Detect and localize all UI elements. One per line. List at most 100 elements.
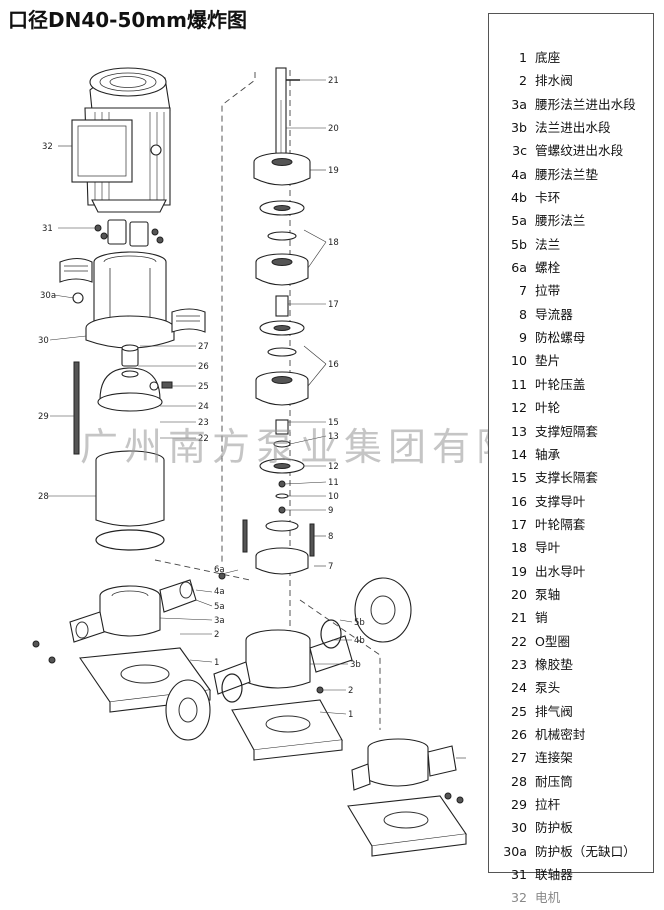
part-number: 9 xyxy=(518,330,527,346)
callout-21: 21 xyxy=(328,76,339,86)
callout-32: 32 xyxy=(42,142,53,152)
parts-list-item: 13 支撑短隔套 xyxy=(489,420,653,443)
part-number: 29 xyxy=(510,797,527,812)
part-number: 21 xyxy=(510,610,527,626)
parts-list-item: 29 拉杆 xyxy=(489,793,653,816)
part-name: 支撑短隔套 xyxy=(535,423,598,439)
callout-11: 11 xyxy=(328,478,339,488)
callout-24: 24 xyxy=(198,402,209,412)
motor-part xyxy=(71,67,171,213)
callout-25: 25 xyxy=(198,382,209,392)
part-number: 8 xyxy=(518,306,527,322)
callout-4a: 4a xyxy=(214,587,225,597)
part-number: 15 xyxy=(510,470,527,486)
callout-23: 23 xyxy=(198,418,209,428)
part-name: 销 xyxy=(535,610,548,626)
part-name: 叶轮隔套 xyxy=(535,516,586,532)
callout-labels: 32 31 30a 30 27 26 25 24 23 22 29 28 21 … xyxy=(38,76,365,720)
coupling-part xyxy=(94,219,164,247)
part-number: 1 xyxy=(518,50,527,65)
round-flange-part xyxy=(165,577,412,741)
part-name: 腰形法兰垫 xyxy=(535,166,598,182)
callout-7: 7 xyxy=(328,562,333,572)
guide-and-strap-part xyxy=(242,519,315,575)
part-number: 24 xyxy=(510,680,527,696)
part-number: 28 xyxy=(510,773,527,789)
part-name: 防护板（无缺口） xyxy=(535,843,636,859)
connecting-frame-part xyxy=(85,251,175,349)
leader-lines xyxy=(48,79,466,759)
part-name: 腰形法兰进出水段 xyxy=(535,96,636,112)
callout-27: 27 xyxy=(198,342,209,352)
pump-head-part xyxy=(97,367,173,412)
part-number: 23 xyxy=(510,656,527,672)
callout-4b: 4b xyxy=(354,636,365,646)
part-number: 3c xyxy=(512,143,527,159)
part-name: 底座 xyxy=(535,50,561,65)
callout-30a: 30a xyxy=(40,291,56,301)
part-number: 5b xyxy=(510,236,527,252)
part-name: 拉杆 xyxy=(535,797,561,812)
callout-20: 20 xyxy=(328,124,339,134)
parts-list-item: 23 橡胶垫 xyxy=(489,653,653,676)
pressure-cylinder-part xyxy=(95,450,165,551)
callout-18: 18 xyxy=(328,238,339,248)
assembly-axis-left xyxy=(221,72,256,565)
part-number: 31 xyxy=(510,867,527,883)
diagram-title: 口径DN40-50mm爆炸图 xyxy=(8,8,247,32)
part-name: O型圈 xyxy=(535,633,571,649)
part-number: 6a xyxy=(511,260,527,276)
part-number: 13 xyxy=(510,423,527,439)
parts-list-item: 30a 防护板（无缺口） xyxy=(489,840,653,863)
part-name: 垫片 xyxy=(535,353,561,369)
exploded-view-drawing: 32 31 30a 30 27 26 25 24 23 22 29 28 21 … xyxy=(32,67,467,857)
callout-5a: 5a xyxy=(214,602,225,612)
callout-15: 15 xyxy=(328,418,339,428)
callout-3b: 3b xyxy=(350,660,361,670)
flange-section-part xyxy=(213,629,353,695)
threaded-section-part xyxy=(351,738,464,804)
part-name: 出水导叶 xyxy=(535,563,586,579)
callout-1-center: 1 xyxy=(348,710,353,720)
part-number: 30a xyxy=(503,843,527,859)
callout-31: 31 xyxy=(42,224,53,234)
part-number: 18 xyxy=(510,540,527,556)
callout-16: 16 xyxy=(328,360,339,370)
parts-list-item: 24 泵头 xyxy=(489,676,653,699)
part-name: 排气阀 xyxy=(535,703,573,719)
parts-list-item: 3c 管螺纹进出水段 xyxy=(489,139,653,162)
part-name: 拉带 xyxy=(535,283,561,299)
callout-3a: 3a xyxy=(214,616,225,626)
part-name: 轴承 xyxy=(535,446,561,462)
callout-6a: 6a xyxy=(214,565,225,575)
part-number: 20 xyxy=(510,586,527,602)
part-name: 耐压筒 xyxy=(535,773,573,789)
callout-2-left: 2 xyxy=(214,630,219,640)
callout-26: 26 xyxy=(198,362,209,372)
part-number: 11 xyxy=(510,376,527,392)
part-number: 12 xyxy=(510,400,527,416)
part-number: 30 xyxy=(510,820,527,836)
part-name: 泵头 xyxy=(535,680,561,696)
part-name: 泵轴 xyxy=(535,586,561,602)
part-name: 橡胶垫 xyxy=(535,656,573,672)
part-number: 3b xyxy=(510,120,527,136)
part-name: 管螺纹进出水段 xyxy=(535,143,624,159)
